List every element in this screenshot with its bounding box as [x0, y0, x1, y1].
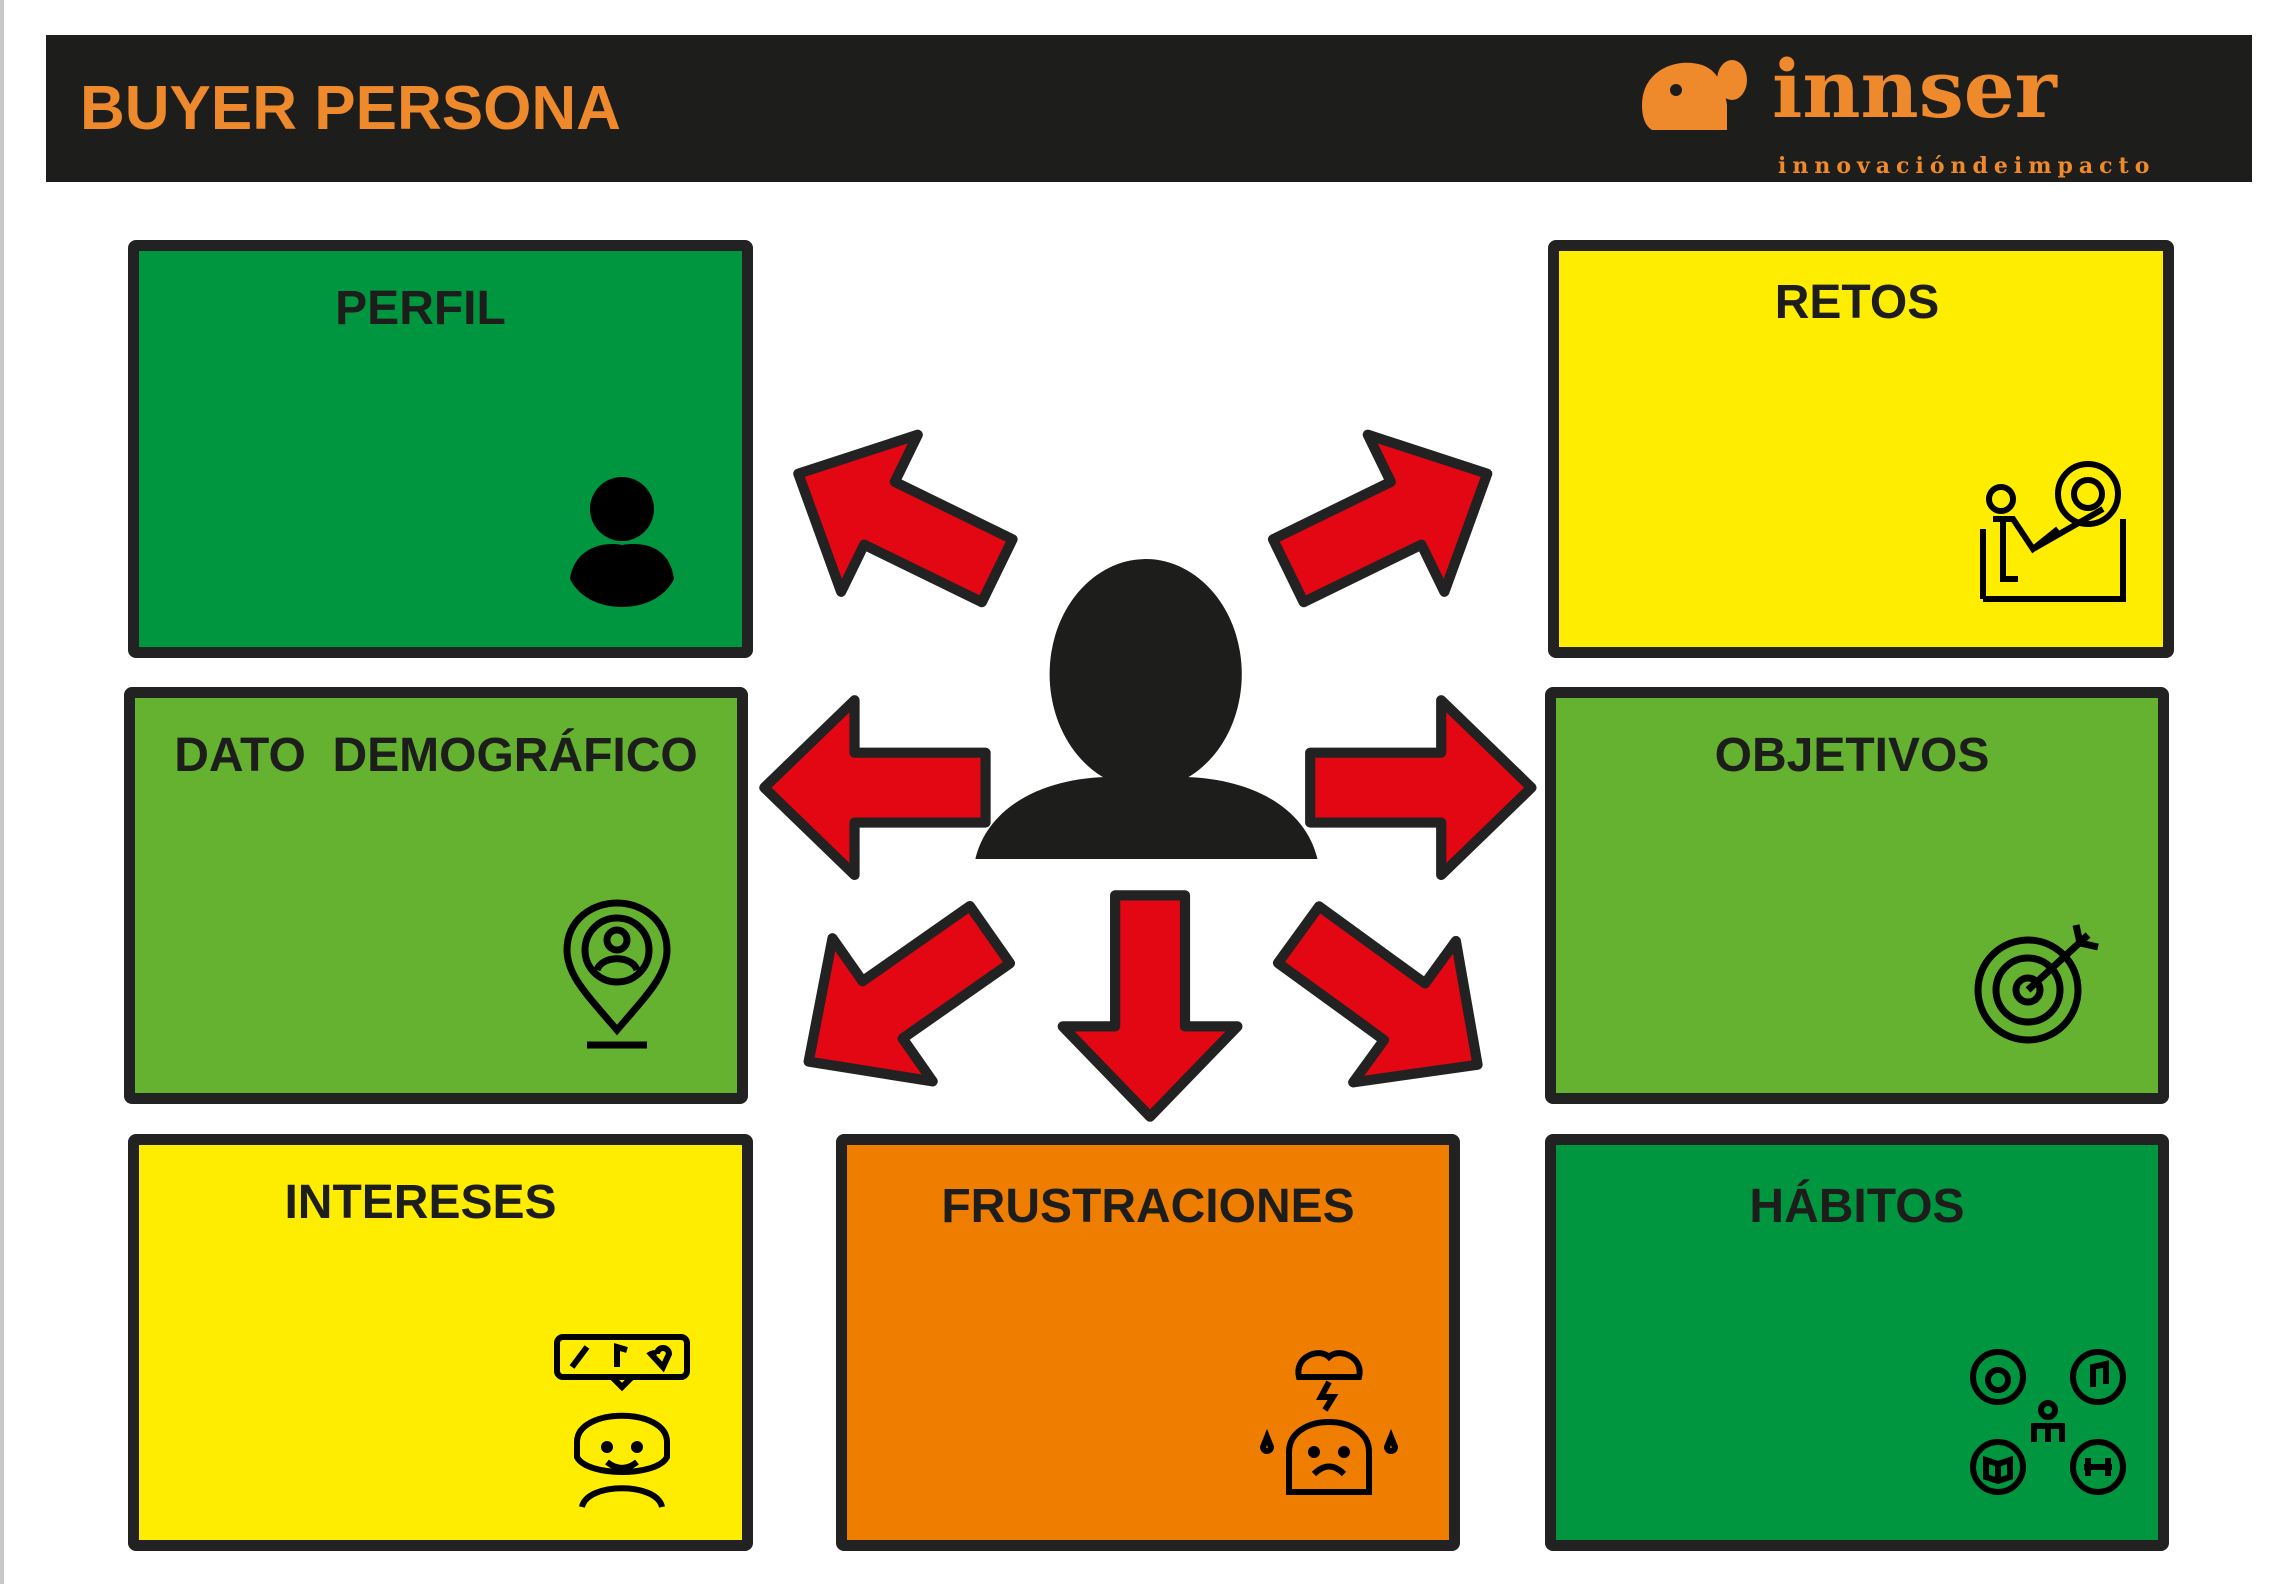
page-edge [0, 0, 4, 1584]
box-label: HÁBITOS [1749, 1180, 1965, 1233]
innser-logo: innser innovacióndeimpacto [1642, 42, 2155, 179]
climbing-gear-icon [1980, 461, 2126, 602]
box-label: OBJETIVOS [1714, 729, 1990, 782]
box-perfil: PERFIL [128, 240, 753, 658]
box-retos: RETOS [1548, 240, 2174, 658]
box-habitos: HÁBITOS [1545, 1134, 2169, 1551]
arrow-up-right-icon [1267, 429, 1493, 608]
person-interests-icon [554, 1334, 690, 1509]
arrow-down-left-icon [803, 900, 1016, 1087]
person-icon [570, 477, 674, 607]
arrow-left-icon [759, 695, 991, 881]
target-icon [1974, 924, 2099, 1044]
header-bar: BUYER PERSONA innser innovacióndeimpacto [46, 35, 2252, 182]
page-title: BUYER PERSONA [80, 74, 621, 143]
location-pin-person-icon [563, 899, 671, 1049]
logo-wordmark: innser [1772, 42, 2058, 136]
arrow-right-icon [1305, 695, 1537, 881]
habits-icon [1970, 1349, 2126, 1495]
box-objetivos: OBJETIVOS [1545, 687, 2169, 1104]
box-label: INTERESES [284, 1176, 557, 1229]
box-label: DATO DEMOGRÁFICO [174, 729, 698, 782]
box-label: RETOS [1774, 276, 1940, 329]
frustrated-person-icon [1259, 1350, 1399, 1495]
buyer-person-icon [975, 559, 1318, 859]
arrow-up-left-icon [793, 429, 1018, 608]
box-frustraciones: FRUSTRACIONES [836, 1134, 1460, 1551]
box-dato-demografico: DATO DEMOGRÁFICO [124, 687, 748, 1104]
logo-tagline: innovacióndeimpacto [1778, 153, 2155, 179]
box-intereses: INTERESES [128, 1134, 753, 1551]
arrow-down-right-icon [1272, 901, 1483, 1088]
box-label: PERFIL [335, 282, 506, 335]
arrow-down-icon [1057, 890, 1243, 1122]
box-label: FRUSTRACIONES [941, 1180, 1355, 1233]
